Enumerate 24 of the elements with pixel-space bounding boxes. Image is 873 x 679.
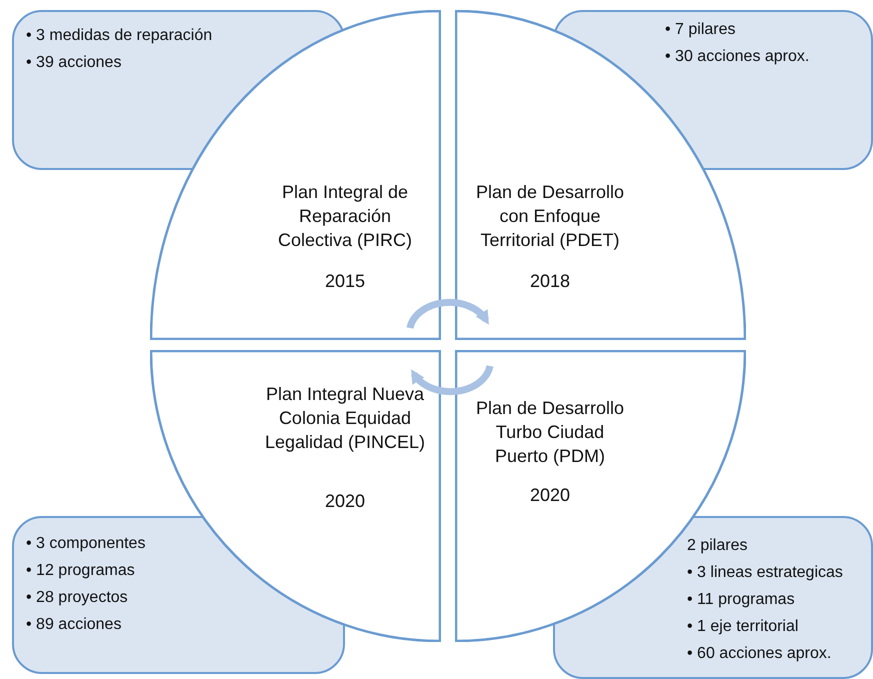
bullet-item: • 7 pilares (665, 20, 736, 40)
bullet-item: • 30 acciones aprox. (665, 47, 810, 67)
bullet-item: • 3 componentes (26, 534, 146, 554)
bullet-item: • 3 lineas estrategicas (687, 563, 843, 583)
plan-title: Plan Integral de Reparación Colectiva (PIRC) (276, 181, 414, 252)
bullet-item: • 60 acciones aprox. (687, 644, 832, 664)
bullet-item: • 12 programas (26, 561, 135, 581)
bullet-item: • 89 acciones (26, 615, 122, 635)
bullet-item: • 28 proyectos (26, 588, 128, 608)
bullet-item: • 1 eje territorial (687, 617, 798, 637)
quadrant-segment (150, 350, 441, 642)
cycle-arrow (406, 298, 490, 329)
plan-year: 2015 (324, 270, 366, 292)
bullet-item: • 39 acciones (26, 53, 122, 73)
plan-title: Plan de Desarrollo Turbo Ciudad Puerto (PDM) (474, 397, 626, 468)
bullet-item: • 11 programas (687, 590, 795, 610)
plan-year: 2020 (324, 490, 366, 512)
bullet-item: 2 pilares (687, 536, 748, 556)
plan-title: Plan de Desarrollo con Enfoque Territorial (PDET) (474, 181, 626, 252)
cycle-arrow (410, 365, 494, 396)
plan-title: Plan Integral Nueva Colonia Equidad Legalidad (PINCEL) (264, 383, 426, 454)
bullet-item: • 3 medidas de reparación (26, 26, 212, 46)
plan-year: 2020 (528, 484, 572, 506)
plan-year: 2018 (528, 270, 572, 292)
